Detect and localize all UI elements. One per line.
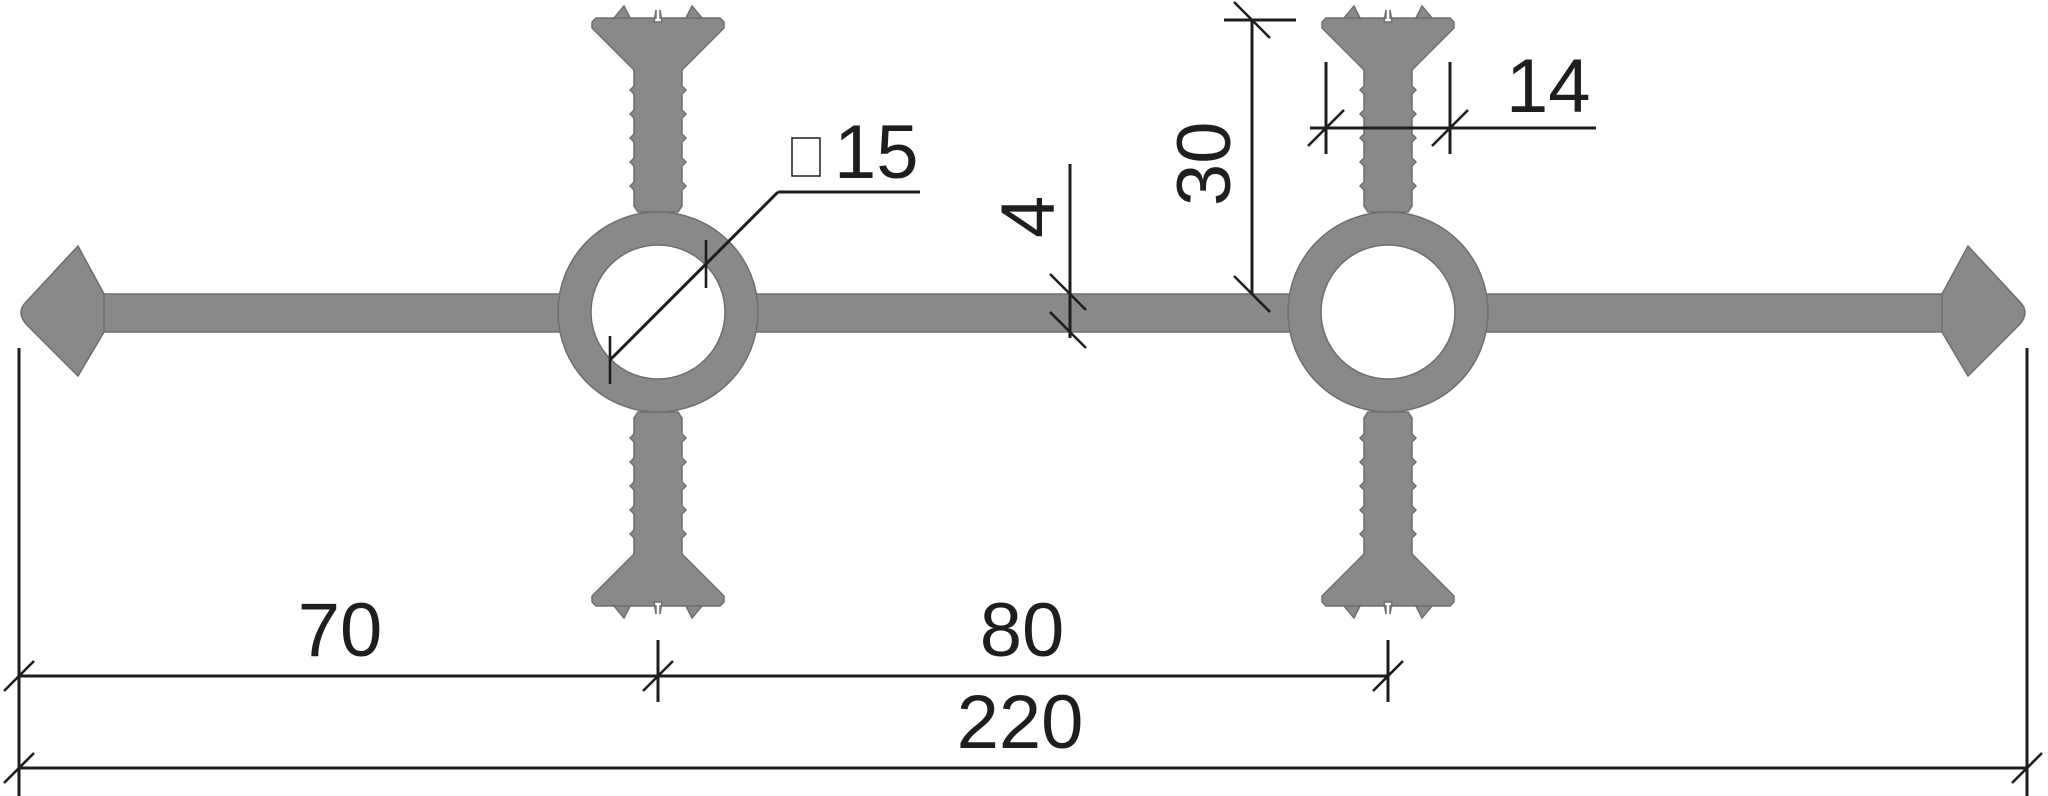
dimension-web-thickness: 4 [986,164,1087,349]
right-end-bulb [1941,244,2026,378]
hole-diameter-label: 15 [834,110,919,195]
overall-width-label: 220 [957,680,1084,765]
dimension-hole-diameter: 15 [608,110,920,384]
edge-to-bulb-label: 70 [298,588,383,673]
diameter-symbol [791,137,821,177]
right-bulb-hole [1320,244,1456,380]
dimension-rib-width: 14 [1307,44,1596,154]
profile-body [20,5,2026,619]
dimension-overall-width: 220 [3,348,2043,796]
right-bulb [1287,5,1489,619]
left-end-bulb [20,244,105,378]
rib-width-label: 14 [1506,44,1591,129]
web-strip [79,293,1967,333]
dimension-rib-height: 30 [1162,1,1296,313]
web-thickness-label: 4 [986,196,1071,238]
dimension-chain: 70 80 [3,588,1404,702]
rib-height-label: 30 [1162,121,1247,206]
bulb-spacing-label: 80 [980,588,1065,673]
